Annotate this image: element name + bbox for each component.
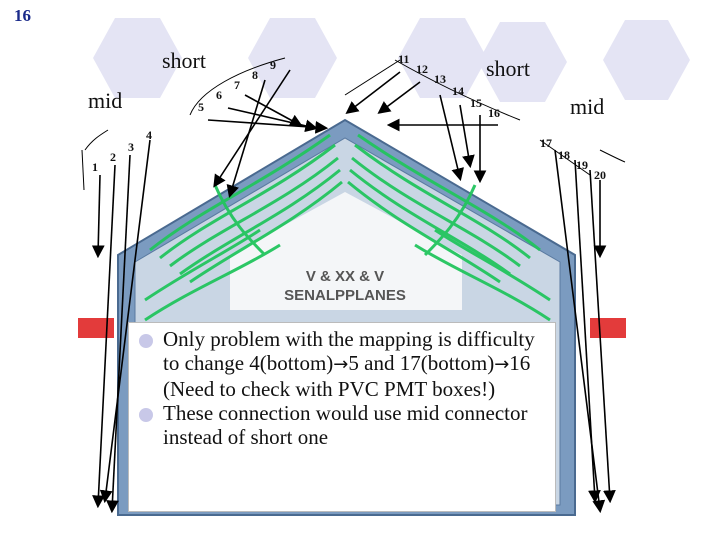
brace-lines	[81, 57, 626, 191]
bullet-dot-icon	[139, 408, 153, 422]
channel-6: 6	[216, 88, 222, 102]
label-short-left: short	[162, 48, 206, 73]
bullet-2-text: These connection would use mid connector…	[163, 401, 528, 449]
channel-1: 1	[92, 160, 98, 174]
label-short-right: short	[486, 56, 530, 81]
channel-5: 5	[198, 100, 204, 114]
channel-15: 15	[470, 96, 482, 110]
connector-right	[590, 318, 626, 338]
channel-4: 4	[146, 128, 152, 142]
channel-9: 9	[270, 58, 276, 72]
channel-16: 16	[488, 106, 500, 120]
channel-11: 11	[398, 52, 410, 66]
label-mid-left: mid	[88, 88, 123, 113]
board-text-2: SENALPPLANES	[284, 287, 406, 304]
bullet-dot-icon	[139, 334, 153, 348]
green-fibers	[144, 133, 551, 322]
slide-number: 16	[14, 6, 31, 25]
channel-12: 12	[416, 62, 428, 76]
channel-3: 3	[128, 140, 134, 154]
hexagon-2	[248, 18, 337, 98]
channel-17: 17	[540, 136, 552, 150]
label-mid-right: mid	[570, 94, 605, 119]
hexagon-3	[398, 18, 487, 98]
bullet-2: These connection would use mid connector…	[139, 401, 549, 449]
hexagon-4	[478, 22, 567, 102]
channel-18: 18	[558, 148, 570, 162]
notes-textbox: Only problem with the mapping is difficu…	[128, 322, 556, 512]
connector-left	[78, 318, 114, 338]
channel-13: 13	[434, 72, 446, 86]
channel-14: 14	[452, 84, 464, 98]
bullet-1-text: Only problem with the mapping is difficu…	[163, 327, 535, 401]
right-arrow-icon: →	[494, 354, 510, 375]
channel-7: 7	[234, 78, 240, 92]
mapping-arrows	[91, 69, 616, 514]
hexagon-5	[603, 20, 690, 100]
channel-8: 8	[252, 68, 258, 82]
channel-19: 19	[576, 158, 588, 172]
hexagon-1	[93, 18, 182, 98]
channel-20: 20	[594, 168, 606, 182]
right-arrow-icon: →	[333, 354, 349, 375]
channel-2: 2	[110, 150, 116, 164]
board-text-1: V & XX & V	[306, 268, 384, 285]
bullet-1: Only problem with the mapping is difficu…	[139, 327, 549, 401]
